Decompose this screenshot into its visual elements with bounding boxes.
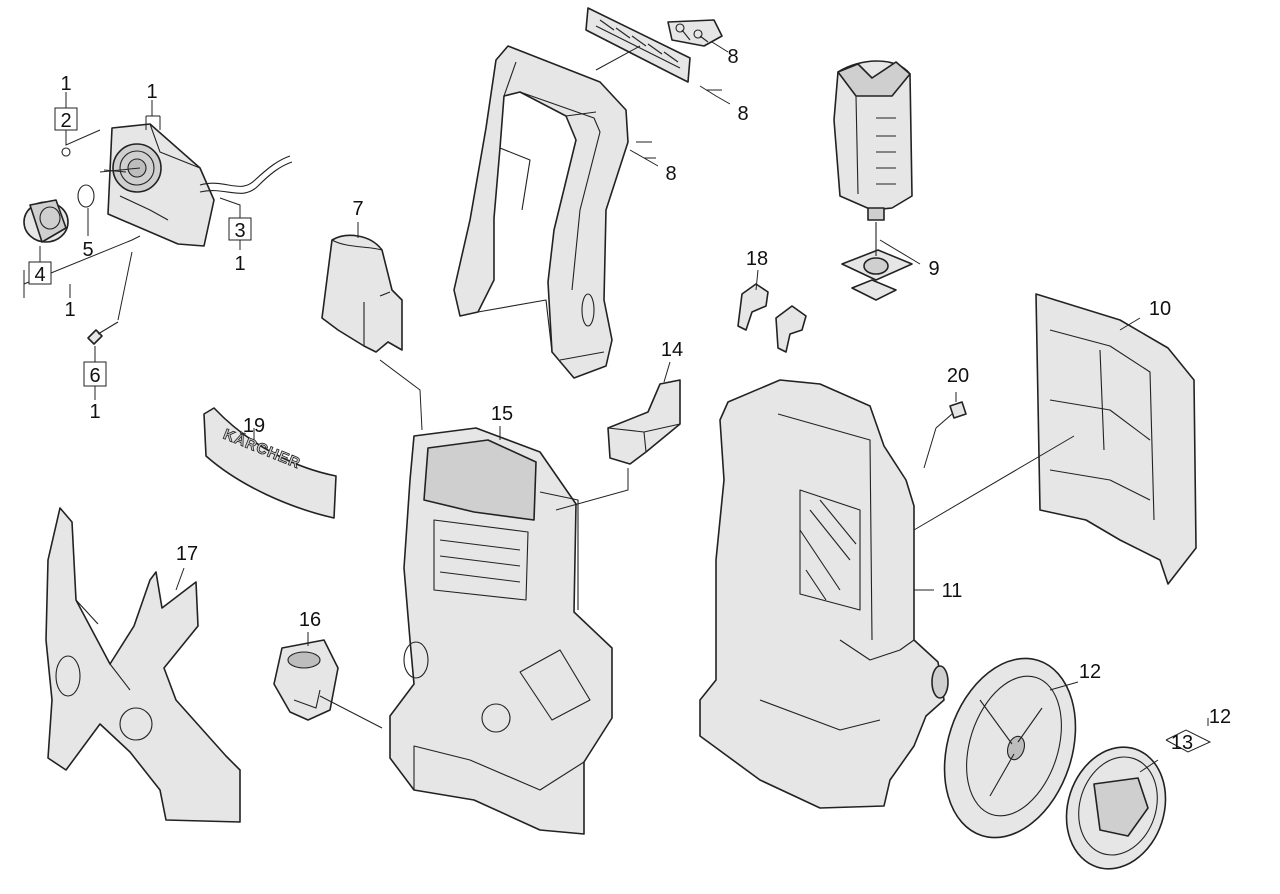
side-cover-10 <box>1035 293 1197 585</box>
callout-9: 9 <box>928 258 939 280</box>
callout-1-housing: 1 <box>146 81 157 103</box>
o-ring-small <box>61 147 71 157</box>
label-boxes <box>28 107 252 387</box>
cover-part-7 <box>321 234 403 353</box>
leaders-top-left <box>23 92 241 400</box>
callout-1-screw: 1 <box>89 401 100 423</box>
callout-10: 10 <box>1149 298 1171 320</box>
callout-14: 14 <box>661 339 683 361</box>
hose-connection-housing <box>103 123 215 247</box>
hose-line <box>199 155 293 194</box>
callout-12-wheel: 12 <box>1079 661 1101 683</box>
callout-2: 2 <box>60 110 71 132</box>
cover-part-14 <box>607 379 681 465</box>
callout-1-cap: 1 <box>64 299 75 321</box>
callout-7: 7 <box>352 198 363 220</box>
callout-20: 20 <box>947 365 969 387</box>
tank-valve-9 <box>841 222 913 301</box>
callout-5: 5 <box>82 239 93 261</box>
elbow-fittings-18 <box>737 283 807 353</box>
leaders-8 <box>595 41 731 167</box>
callout-6: 6 <box>89 365 100 387</box>
hook-bracket <box>585 7 691 83</box>
handle-frame <box>453 45 629 379</box>
callout-18: 18 <box>746 248 768 270</box>
callout-17: 17 <box>176 543 198 565</box>
callout-19: 19 <box>243 415 265 437</box>
callout-8-low: 8 <box>665 163 676 185</box>
callout-4: 4 <box>34 264 45 286</box>
screw-6 <box>87 321 119 345</box>
main-housing-15 <box>389 427 613 835</box>
bracket-part-16 <box>273 639 339 721</box>
callout-16: 16 <box>299 609 321 631</box>
callout-1-top: 1 <box>60 73 71 95</box>
frame-part-17 <box>45 507 241 823</box>
callout-1-hose: 1 <box>234 253 245 275</box>
leaders-main <box>175 222 1212 773</box>
chassis-11 <box>699 379 949 809</box>
logo-plate-19: KÄRCHER <box>203 407 337 519</box>
callout-3: 3 <box>234 220 245 242</box>
o-ring-seal <box>77 184 95 208</box>
callout-8-mid: 8 <box>737 103 748 125</box>
callout-11: 11 <box>942 580 963 602</box>
callout-8-top: 8 <box>727 46 738 68</box>
screw-pair-8 <box>667 19 723 47</box>
callout-12-cap: 12 <box>1209 706 1231 728</box>
screw-20 <box>935 401 967 429</box>
callout-labels: 1 2 1 3 1 5 4 1 6 1 7 8 8 8 9 10 11 12 1… <box>34 46 1231 754</box>
callout-15: 15 <box>491 403 513 425</box>
wheel-12 <box>943 657 1077 839</box>
hub-cap-13 <box>1065 746 1167 870</box>
callout-13: 13 <box>1171 732 1193 754</box>
knob-cap <box>23 199 69 243</box>
detergent-tank <box>833 60 913 221</box>
